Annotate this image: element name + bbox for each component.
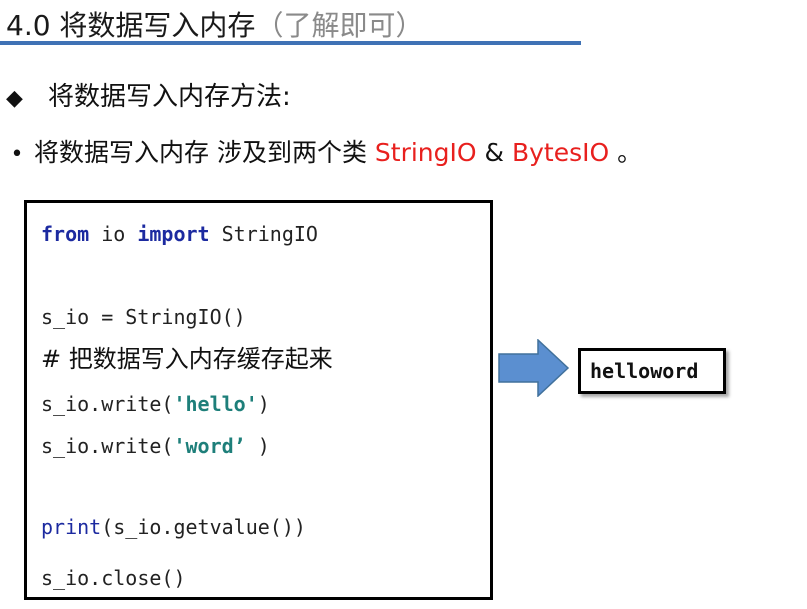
code-block: from io import StringIO s_io = StringIO(… (24, 200, 493, 600)
code-line-print: print(s_io.getvalue()) (41, 514, 306, 540)
code-line-close: s_io.close() (41, 566, 186, 590)
diamond-bullet-icon: ◆ (6, 86, 23, 111)
code-print-args: (s_io.getvalue()) (101, 515, 306, 539)
keyword-from: from (41, 222, 90, 246)
code-write-call: s_io.write( (41, 392, 174, 416)
code-line-write-word: s_io.write('word’ ) (41, 433, 270, 459)
code-comment: # 把数据写入内存缓存起来 (41, 345, 333, 373)
output-text: helloword (590, 359, 699, 383)
builtin-print: print (41, 515, 102, 539)
bullet-text: 将数据写入内存 涉及到两个类 (34, 138, 375, 167)
output-box: helloword (578, 348, 726, 394)
string-hello: 'hello' (173, 392, 258, 416)
code-close-paren: ) (257, 392, 270, 416)
bullet-end: 。 (609, 138, 643, 167)
bullet-item: • 将数据写入内存 涉及到两个类 StringIO & BytesIO 。 (0, 136, 643, 172)
bullet-ampersand: & (476, 138, 512, 167)
code-close-paren: ) (245, 434, 270, 458)
section-heading-text: 将数据写入内存方法: (48, 82, 291, 112)
slide-title-paren: （了解即可） (255, 9, 424, 42)
slide-title-main: 4.0 将数据写入内存 (6, 9, 256, 42)
string-word: 'word’ (173, 434, 246, 458)
code-write-call: s_io.write( (41, 434, 174, 458)
right-arrow-icon (498, 339, 570, 397)
code-line-write-hello: s_io.write('hello') (41, 391, 270, 417)
code-line-import: from io import StringIO (41, 221, 318, 247)
section-heading: ◆ 将数据写入内存方法: (6, 80, 291, 116)
class-name-stringio: StringIO (374, 138, 477, 167)
code-line-assign: s_io = StringIO() (41, 305, 246, 329)
code-module: io (89, 222, 138, 246)
class-name-bytesio: BytesIO (511, 138, 610, 167)
code-import-name: StringIO (209, 222, 318, 246)
title-underline (0, 41, 581, 45)
keyword-import: import (137, 222, 210, 246)
bullet-dot-icon: • (10, 142, 24, 167)
slide-title: 4.0 将数据写入内存（了解即可） (6, 8, 423, 44)
